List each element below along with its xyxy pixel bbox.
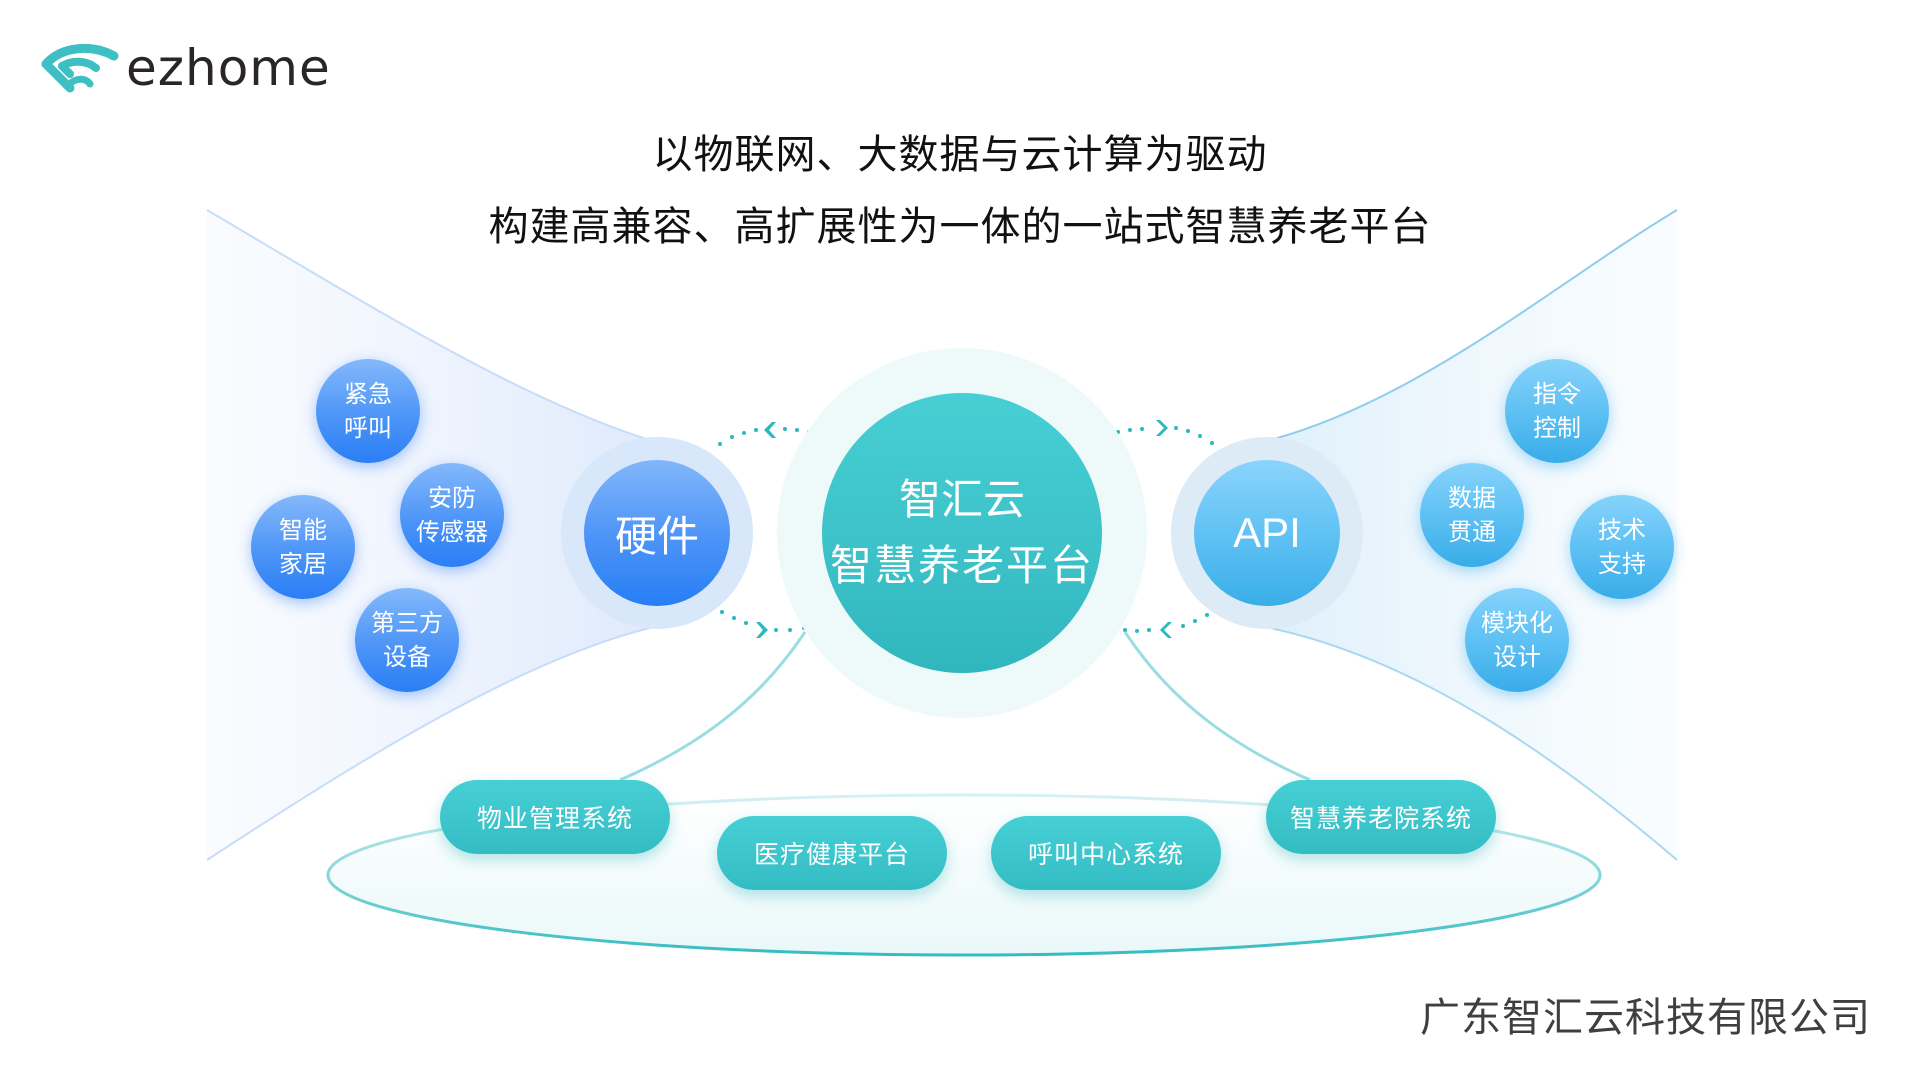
headline: 以物联网、大数据与云计算为驱动 [652, 132, 1268, 178]
core-platform-node: 智汇云 智慧养老平台 [822, 393, 1102, 673]
logo-text: ezhome [126, 39, 331, 97]
hardware-item-security-sensor: 安防传感器 [400, 463, 504, 567]
dotted-arrow-bottom-left [720, 610, 806, 638]
chevron-right-icon [756, 622, 768, 638]
chevron-left-icon [1160, 622, 1172, 638]
dotted-arrow-bottom-right [1123, 613, 1209, 638]
dotted-arrow-top-right [1116, 420, 1214, 445]
api-item-command-control: 指令控制 [1505, 359, 1609, 463]
brand-logo: ezhome [40, 38, 331, 98]
hardware-item-emergency-call: 紧急呼叫 [316, 359, 420, 463]
core-subtitle: 智慧养老平台 [829, 541, 1094, 590]
api-node: API [1194, 460, 1340, 606]
subheadline: 构建高兼容、高扩展性为一体的一站式智慧养老平台 [488, 204, 1432, 250]
chevron-left-icon [764, 422, 776, 438]
core-title: 智汇云 [898, 475, 1025, 524]
hardware-funnel-edge-top [206, 209, 651, 441]
hardware-item-smart-home: 智能家居 [251, 495, 355, 599]
api-funnel-edge-bottom [1269, 627, 1678, 861]
system-pill-medical-health: 医疗健康平台 [717, 816, 947, 890]
hardware-item-third-party-device: 第三方设备 [355, 588, 459, 692]
api-item-tech-support: 技术支持 [1570, 495, 1674, 599]
api-funnel-edge-top [1269, 209, 1678, 441]
system-pill-nursing-home: 智慧养老院系统 [1266, 780, 1496, 854]
company-name: 广东智汇云科技有限公司 [1420, 995, 1871, 1041]
api-item-data-integration: 数据贯通 [1420, 463, 1524, 567]
core-curve-right [1123, 631, 1311, 782]
core-curve-left [619, 631, 807, 782]
hardware-funnel-edge-bottom [206, 627, 651, 861]
hardware-node: 硬件 [584, 460, 730, 606]
chevron-right-icon [1156, 420, 1168, 436]
dotted-arrow-top-left [718, 422, 811, 446]
system-pill-call-center: 呼叫中心系统 [991, 816, 1221, 890]
system-pill-property-management: 物业管理系统 [440, 780, 670, 854]
wifi-icon [41, 43, 119, 93]
api-item-modular-design: 模块化设计 [1465, 588, 1569, 692]
